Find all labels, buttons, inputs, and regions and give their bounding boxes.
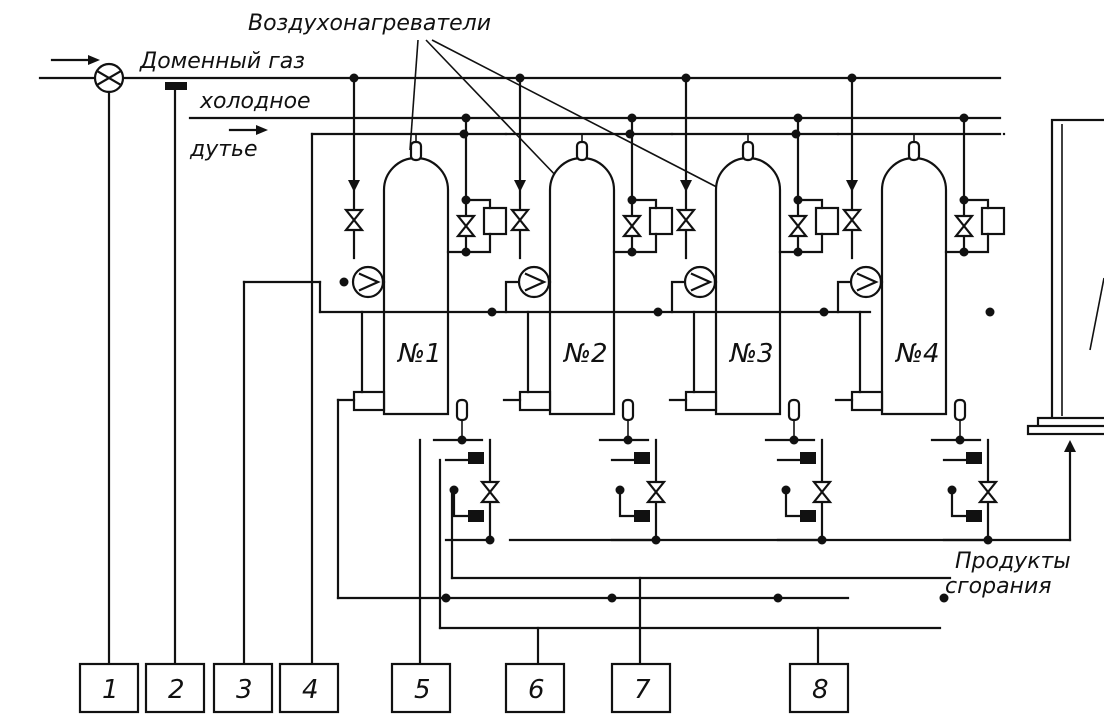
- heater-1: №1: [336, 73, 508, 603]
- junction-dot: [627, 113, 637, 123]
- blast-label: дутье: [189, 137, 258, 162]
- junction-dot: [449, 485, 459, 495]
- heater-4: №4: [834, 73, 1006, 603]
- actuator-icon: [980, 206, 1006, 236]
- control-boxes: 1 2 3 4 5 6 7 8: [78, 662, 850, 714]
- heater-body: [714, 156, 782, 416]
- junction-dot: [939, 593, 949, 603]
- junction-dot: [461, 113, 471, 123]
- heater-3: №3: [668, 73, 840, 603]
- junction-dot: [515, 73, 525, 83]
- control-box-7: 7: [610, 662, 672, 714]
- gas-valve-icon: [675, 208, 697, 232]
- burner-line: [242, 280, 872, 666]
- actuator-icon: [482, 206, 508, 236]
- outlet-box: [352, 390, 386, 412]
- hot-blast-valve-icon: [621, 214, 643, 238]
- junction-dot: [781, 485, 791, 495]
- thermocouple-icon: [409, 140, 423, 162]
- chimney: [1026, 118, 1104, 436]
- control-box-1: 1: [78, 662, 140, 714]
- junction-dot: [681, 73, 691, 83]
- heater-label: №2: [562, 339, 608, 369]
- cold-blast-main-line: [165, 82, 1002, 666]
- heaters-group: №1 №2 №3 №4: [336, 73, 1006, 603]
- control-box-2: 2: [144, 662, 206, 714]
- actuator-icon: [814, 206, 840, 236]
- chimney-valve-icon: [479, 480, 501, 504]
- control-box-label: 5: [414, 675, 431, 705]
- outlet-box: [684, 390, 718, 412]
- gas-main-valve-icon: [93, 62, 125, 94]
- lower-thermocouple-icon: [953, 398, 967, 422]
- control-box-8: 8: [788, 662, 850, 714]
- control-box-4: 4: [278, 662, 340, 714]
- outlet-box: [518, 390, 552, 412]
- chimney-valve-icon: [811, 480, 833, 504]
- combustion-label-1: Продукты: [955, 549, 1071, 574]
- gas-valve-icon: [343, 208, 365, 232]
- control-box-5: 5: [390, 662, 452, 714]
- blast-gas-label: Доменный газ: [139, 49, 305, 74]
- heater-body: [880, 156, 948, 416]
- cutoff-icon: [468, 452, 484, 464]
- thermocouple-icon: [741, 140, 755, 162]
- thermocouple-icon: [907, 140, 921, 162]
- junction-dot: [985, 307, 995, 317]
- bottom-collectors: [336, 398, 1076, 666]
- hot-blast-valve-icon: [953, 214, 975, 238]
- heater-body: [382, 156, 450, 416]
- junction-dot: [339, 277, 349, 287]
- control-box-label: 8: [812, 675, 829, 705]
- junction-dot: [791, 129, 801, 139]
- cold-label: холодное: [199, 89, 311, 114]
- heater-label: №3: [728, 339, 774, 369]
- heater-label: №1: [396, 339, 442, 369]
- gas-valve-icon: [841, 208, 863, 232]
- junction-dot: [625, 129, 635, 139]
- junction-dot: [793, 113, 803, 123]
- gas-valve-icon: [509, 208, 531, 232]
- heater-2: №2: [502, 73, 674, 603]
- actuator-icon: [648, 206, 674, 236]
- cutoff-icon: [634, 452, 650, 464]
- heaters-label: Воздухонагреватели: [248, 11, 491, 36]
- junction-dot: [959, 113, 969, 123]
- lower-thermocouple-icon: [621, 398, 635, 422]
- heater-body: [548, 156, 616, 416]
- junction-dot: [947, 485, 957, 495]
- junction-dot: [349, 73, 359, 83]
- hot-blast-valve-icon: [455, 214, 477, 238]
- junction-dot: [615, 485, 625, 495]
- chimney-valve-icon: [645, 480, 667, 504]
- heater-label: №4: [894, 339, 940, 369]
- combustion-label-2: сгорания: [945, 574, 1051, 599]
- hot-blast-valve-icon: [787, 214, 809, 238]
- thermocouple-icon: [575, 140, 589, 162]
- control-box-label: 3: [236, 675, 253, 705]
- chimney-valve-icon: [977, 480, 999, 504]
- cutoff-icon: [800, 452, 816, 464]
- cutoff-icon: [966, 452, 982, 464]
- control-box-6: 6: [504, 662, 566, 714]
- control-box-label: 1: [102, 675, 119, 705]
- control-box-label: 2: [168, 675, 185, 705]
- control-box-3: 3: [212, 662, 274, 714]
- lower-thermocouple-icon: [787, 398, 801, 422]
- junction-dot: [459, 129, 469, 139]
- lower-thermocouple-icon: [455, 398, 469, 422]
- control-box-label: 7: [634, 675, 651, 705]
- outlet-box: [850, 390, 884, 412]
- control-box-label: 6: [528, 675, 545, 705]
- control-box-label: 4: [302, 675, 319, 705]
- junction-dot: [847, 73, 857, 83]
